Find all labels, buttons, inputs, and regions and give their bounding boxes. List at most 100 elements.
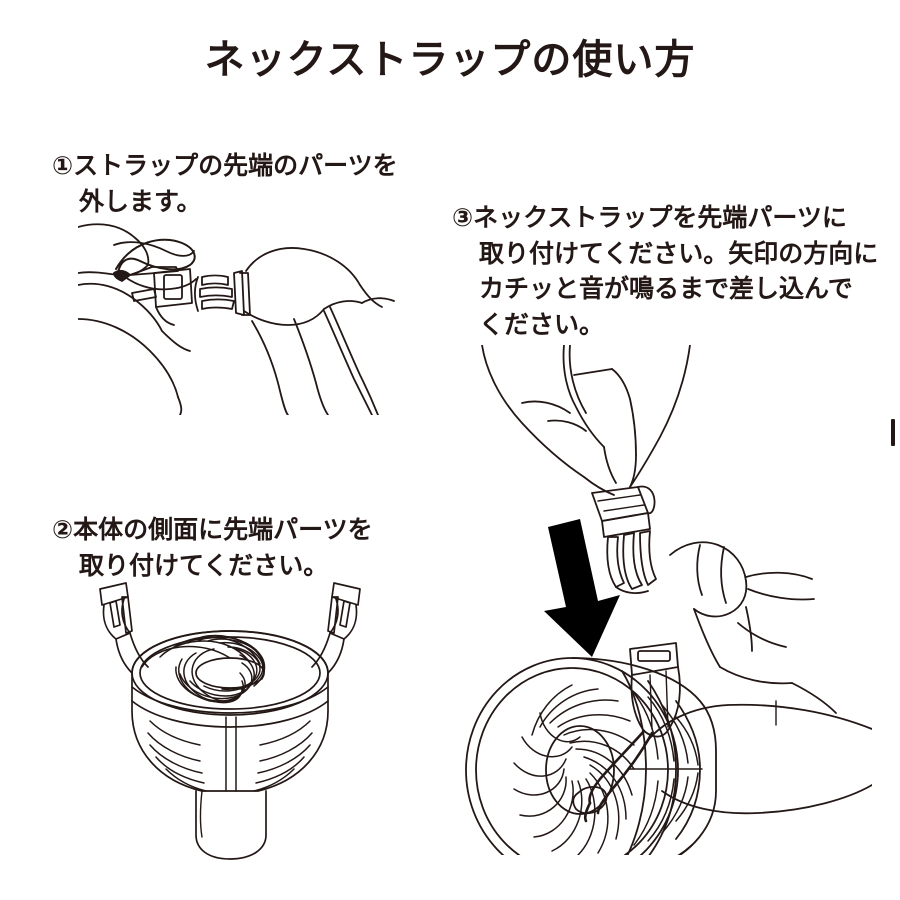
lower-hand-wrist-top <box>643 703 872 746</box>
fan-blades <box>141 634 266 704</box>
lower-hand-wrist-edge <box>791 682 837 714</box>
left-hand-wrist-edge <box>177 396 183 415</box>
lower-hand-wrist-bottom <box>661 784 872 815</box>
right-hand-thumb-top <box>245 247 361 286</box>
left-hand-finger-2 <box>161 330 191 352</box>
fan-side-clip <box>629 642 681 738</box>
edge-artifact-mark <box>891 419 895 446</box>
buckle-mid-plate <box>601 512 651 538</box>
buckle-top-line <box>597 494 641 502</box>
down-arrow-icon <box>544 519 620 657</box>
step-3-text: ③ネックストラップを先端パーツに 取り付けてください。矢印の方向に カチッと音が… <box>452 200 878 342</box>
buckle-prong-left <box>606 536 625 588</box>
upper-hand-outer-right-edge <box>629 345 691 488</box>
step-1-illustration <box>78 215 398 415</box>
step-1-text: ①ストラップの先端のパーツを 外します。 <box>52 148 398 219</box>
fan-vents-right <box>253 720 313 792</box>
buckle-prong-mount-edge <box>239 272 251 316</box>
left-index-finger-top <box>113 241 195 257</box>
upper-hand-index-crease <box>568 345 587 414</box>
clip-slot <box>637 650 671 662</box>
clip-right-edge <box>669 666 681 728</box>
buckle-right-lobe <box>637 485 656 515</box>
lower-hand-finger-lower <box>747 588 815 601</box>
fan-barrel-bottom <box>677 844 693 855</box>
buckle-prong-3 <box>201 298 235 310</box>
buckle-prong-bottom <box>615 586 649 594</box>
buckle-prong-2 <box>199 286 233 298</box>
right-hand-upper-edge <box>361 297 395 304</box>
fan-body-ring-2 <box>131 700 329 728</box>
right-hand-finger-edge <box>251 320 289 415</box>
upper-hand-left-edge <box>481 345 585 478</box>
fan-handle <box>195 790 267 860</box>
buckle-prong-base-left <box>194 276 199 312</box>
lower-hand-thumb-crease-1 <box>696 544 703 596</box>
step-2-line-2: 取り付けてください。 <box>79 550 329 580</box>
step-3-line-3: カチッと音が鳴るまで差し込んで <box>479 274 853 303</box>
step-3-line-4: ください。 <box>479 309 605 339</box>
step-1-line-1: ①ストラップの先端のパーツを <box>52 151 398 180</box>
strap-clip-left <box>99 582 149 674</box>
lanyard-cord-loop-end <box>572 786 608 815</box>
left-hand-lower-finger <box>78 318 179 398</box>
fan-handle-inner-line <box>199 790 203 838</box>
step-2-line-1: ②本体の側面に先端パーツを <box>52 515 373 544</box>
buckle-second-line <box>603 504 645 512</box>
buckle-socket-opening <box>163 274 183 300</box>
buckle-prong-mount <box>233 270 245 316</box>
right-hand-index-underside <box>243 308 325 326</box>
step-3-illustration <box>452 345 872 855</box>
upper-hand-finger-tip <box>603 446 617 484</box>
lower-hand <box>643 541 872 815</box>
lower-hand-palm-left <box>693 608 721 668</box>
buckle-prong-right <box>639 530 657 586</box>
strap-clip-right <box>311 582 361 674</box>
page-title: ネックストラップの使い方 <box>204 37 696 83</box>
right-hand-side-edge <box>323 310 373 415</box>
lower-hand-thumb-bottom <box>693 608 731 618</box>
strap-buckle-upper <box>591 485 657 594</box>
lower-hand-finger-split <box>745 606 753 652</box>
buckle-socket-top-tab <box>129 266 179 276</box>
lower-hand-palm-bottom <box>719 666 793 685</box>
step-3-line-1: ③ネックストラップを先端パーツに <box>452 203 847 232</box>
lower-hand-finger-upper <box>745 571 813 580</box>
buckle-socket-lower-edge <box>155 306 175 326</box>
upper-hand-knuckle-crease <box>521 400 571 414</box>
buckle-top-plate <box>591 486 649 522</box>
buckle-prong-1 <box>201 274 229 286</box>
strap-cord-loop <box>115 238 196 274</box>
right-hand-finger-edge-2 <box>293 318 329 415</box>
lower-hand-palm-crease <box>737 622 787 648</box>
cord-end <box>113 269 131 282</box>
lower-hand-thumb-top <box>669 541 747 582</box>
fan-vents-angled-upper <box>633 692 699 766</box>
buckle-prong-mid <box>622 532 643 590</box>
lower-hand-thumb-right <box>729 580 748 614</box>
buckle-socket-side-tab <box>131 288 157 302</box>
step-2-text: ②本体の側面に先端パーツを 取り付けてください。 <box>52 512 373 583</box>
fan-body-ring-1 <box>131 686 329 714</box>
right-hand-side-edge-2 <box>329 306 379 415</box>
upper-hand-thumb-right <box>611 368 631 400</box>
fan-grille-rim <box>131 630 329 716</box>
fan-blades-angled <box>513 684 635 855</box>
step-3-line-2: 取り付けてください。矢印の方向に <box>479 238 879 268</box>
step-2-illustration <box>88 575 373 860</box>
fan-vents-left <box>147 720 207 792</box>
upper-hand <box>481 345 691 496</box>
right-hand-thumb-tip <box>359 284 383 308</box>
fan-vents-angled-lower <box>633 772 699 846</box>
left-hand-outline-top <box>78 223 150 266</box>
upper-hand-palm-bottom <box>583 476 615 496</box>
lower-hand-thumb-crease-2 <box>720 546 727 604</box>
upper-hand-thumb-crease <box>573 368 613 376</box>
upper-hand-right-edge <box>629 398 637 456</box>
fan-angled <box>465 657 717 855</box>
clip-bottom-edge <box>643 726 671 738</box>
upper-hand-knuckle-crease-2 <box>547 419 587 432</box>
fan-front-rim-inner <box>475 667 669 855</box>
left-hand-lower-edge <box>78 282 163 332</box>
